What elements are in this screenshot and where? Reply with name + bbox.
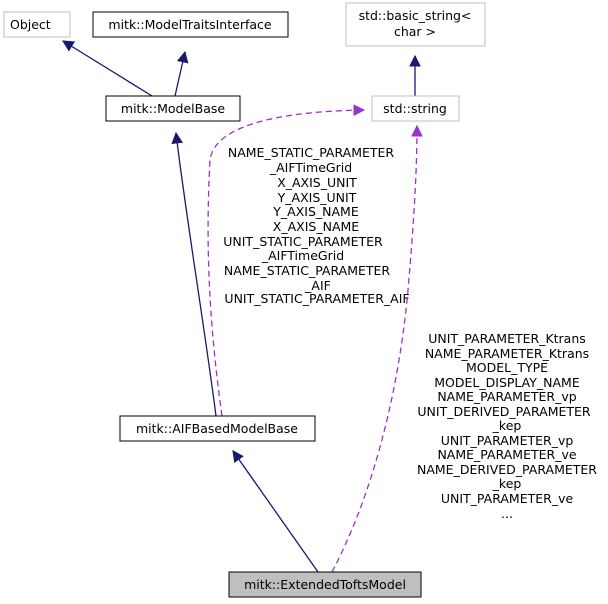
member-label: MODEL_TYPE [466,360,548,375]
member-label: NAME_DERIVED_PARAMETER [417,462,597,477]
member-label: UNIT_PARAMETER_ve [441,491,574,506]
member-label: NAME_PARAMETER_vp [437,389,576,404]
model-traits-interface-node[interactable]: mitk::ModelTraitsInterface [92,11,289,38]
edge-stdstring-to-aifbased [207,104,366,417]
aif-based-model-base-node[interactable]: mitk::AIFBasedModelBase [119,415,316,442]
member-label: X_AXIS_NAME [273,219,359,234]
basic-string-label-line2: char > [394,24,436,39]
string-to-aifbased-member-list: NAME_STATIC_PARAMETER _AIFTimeGrid X_AXI… [223,145,409,306]
member-label: NAME_STATIC_PARAMETER [228,145,395,160]
string-to-tofts-member-list: UNIT_PARAMETER_Ktrans NAME_PARAMETER_Ktr… [417,331,597,521]
member-label: _kep [492,418,522,433]
std-string-node[interactable]: std::string [371,95,460,122]
member-label: UNIT_PARAMETER_Ktrans [428,331,586,346]
member-label: X_AXIS_UNIT [277,175,357,190]
aif-based-model-base-label: mitk::AIFBasedModelBase [136,421,298,436]
member-label: UNIT_DERIVED_PARAMETER [417,404,591,419]
member-label: Y_AXIS_NAME [272,204,359,219]
model-traits-interface-label: mitk::ModelTraitsInterface [108,17,271,32]
member-label: NAME_STATIC_PARAMETER [224,263,391,278]
edge-modelbase-to-modeltraits [174,50,189,97]
object-label: Object [10,17,51,32]
edge-aifbased-to-modelbase [171,131,217,417]
model-base-label: mitk::ModelBase [121,101,225,116]
basic-string-label-line1: std::basic_string< [359,8,472,23]
model-base-node[interactable]: mitk::ModelBase [105,95,241,122]
member-label: _AIF [304,278,331,293]
member-label: UNIT_STATIC_PARAMETER [223,234,383,249]
member-label: UNIT_PARAMETER_vp [441,433,574,448]
member-label: Y_AXIS_UNIT [277,190,357,205]
member-label: NAME_PARAMETER_Ktrans [425,346,589,361]
member-label: _AIFTimeGrid [261,248,344,263]
edge-tofts-to-aifbased [232,450,319,573]
object-node[interactable]: Object [3,11,71,38]
member-label: NAME_PARAMETER_ve [437,447,576,462]
member-label: MODEL_DISPLAY_NAME [434,375,580,390]
member-label: _kep [492,476,522,491]
basic-string-node[interactable]: std::basic_string< char > [345,2,486,47]
std-string-label: std::string [383,101,447,116]
edge-modelbase-to-object [62,40,153,97]
member-label: ... [501,506,513,521]
extended-tofts-model-label: mitk::ExtendedToftsModel [244,577,406,592]
member-label: UNIT_STATIC_PARAMETER_AIF [224,291,409,306]
extended-tofts-model-node[interactable]: mitk::ExtendedToftsModel [228,571,422,598]
member-label: _AIFTimeGrid [269,160,352,175]
edge-stdstring-to-tofts [331,124,423,573]
